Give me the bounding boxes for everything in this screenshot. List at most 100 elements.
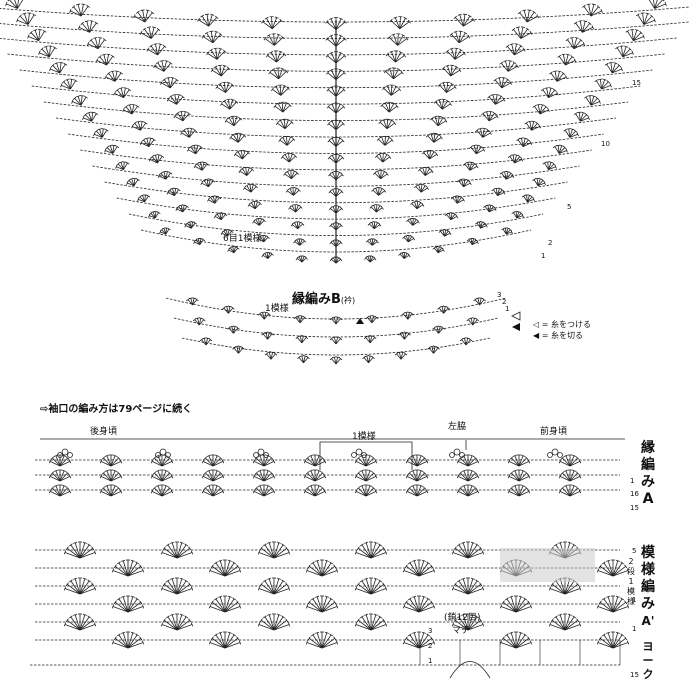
- yoke-fan: [295, 255, 308, 263]
- edging-a-fan: [354, 484, 378, 497]
- yoke-fan: [625, 28, 645, 42]
- edging-a-fan: [252, 484, 276, 497]
- edging-b-fan: [192, 317, 206, 326]
- yoke-fan: [38, 45, 57, 58]
- yoke-fan: [532, 177, 546, 187]
- pattern-fan: [548, 613, 582, 631]
- edging-a-fan: [456, 454, 480, 467]
- yoke-fan: [387, 33, 409, 46]
- yoke-fan: [193, 161, 210, 171]
- edging-a-fan: [507, 454, 531, 467]
- pattern-fan: [596, 631, 630, 649]
- pattern-row-1a: 1: [632, 596, 637, 604]
- yoke-fan: [433, 98, 452, 110]
- yoke-fan: [288, 204, 303, 213]
- yoke-fan: [524, 120, 541, 131]
- edging-a-fan: [405, 484, 429, 497]
- yoke-fan: [501, 227, 513, 235]
- yoke-fan: [273, 101, 292, 113]
- picot: [257, 448, 265, 456]
- yoke-fan: [233, 149, 251, 160]
- pattern-fan: [257, 577, 291, 595]
- yoke-fan: [421, 149, 439, 160]
- pattern-fan: [208, 631, 242, 649]
- edging-a-fan: [201, 469, 225, 482]
- front-body-label: 前身頃: [540, 427, 568, 437]
- yoke-fan: [453, 13, 475, 27]
- edging-a-fan: [405, 469, 429, 482]
- edging-b-fan: [186, 297, 199, 306]
- yoke-fan: [327, 154, 345, 164]
- picot: [355, 448, 363, 456]
- edging-b-row: [181, 337, 491, 356]
- yoke-fan: [437, 81, 457, 93]
- yoke-fan: [49, 62, 68, 74]
- yoke-fan: [126, 177, 140, 187]
- yoke-fan: [283, 170, 299, 180]
- yoke-fan: [175, 204, 189, 213]
- yoke-row-5: 5: [567, 203, 572, 211]
- edging-b-fan: [261, 331, 274, 340]
- yoke-fan: [243, 183, 258, 193]
- yoke-fan: [511, 26, 533, 39]
- pattern-fan: [63, 577, 97, 595]
- yoke-fan: [429, 115, 448, 127]
- pattern-fan: [402, 631, 436, 649]
- yoke-repeat-label: 6目1模様: [223, 234, 262, 244]
- yoke-fan: [266, 50, 287, 63]
- yoke-fan: [414, 183, 429, 193]
- yoke-fan: [263, 33, 285, 46]
- pattern-fan: [305, 559, 339, 577]
- edging-b-fan: [363, 335, 377, 344]
- edging-a-row-1: 1: [630, 477, 635, 485]
- yoke-row-2: 2: [548, 239, 553, 247]
- yoke-fan: [133, 9, 155, 23]
- edging-b-fan: [362, 355, 375, 364]
- edging-a-fan: [303, 484, 327, 497]
- yoke-fan: [367, 221, 382, 230]
- edging-a-fan: [201, 454, 225, 467]
- yoke-fan: [220, 229, 234, 237]
- yoke-fan: [238, 166, 254, 176]
- pattern-fan: [451, 613, 485, 631]
- yoke-fan: [293, 238, 307, 246]
- yoke-fan: [369, 204, 384, 213]
- gusset-arc: [449, 661, 491, 679]
- pattern-fan: [208, 559, 242, 577]
- yoke-fan: [71, 95, 88, 106]
- picot: [453, 448, 461, 456]
- yoke-fan: [438, 229, 452, 237]
- pattern-row-5: 5: [632, 547, 637, 555]
- continuation-note: ⇨袖口の編み方は79ページに続く: [40, 404, 193, 415]
- yoke-fan: [389, 16, 411, 30]
- yoke-fan: [173, 110, 191, 122]
- edging-b-fan: [398, 331, 411, 340]
- edging-b-fan: [222, 305, 235, 314]
- edging-b-fan: [394, 351, 408, 360]
- yoke-fan: [60, 78, 78, 90]
- legend-attach-yarn: ◁ = 糸をつける: [533, 320, 591, 329]
- yoke-row-15: 15: [632, 79, 641, 87]
- yoke-fan: [604, 62, 623, 74]
- yoke-fan: [5, 0, 24, 9]
- highlight-repeat: [500, 548, 595, 582]
- pattern-row-1b: 1: [632, 625, 637, 633]
- pattern-fan: [451, 541, 485, 559]
- pattern-fan: [354, 613, 388, 631]
- edging-a-fan: [558, 469, 582, 482]
- pattern-fan: [111, 559, 145, 577]
- edging-a-fan: [48, 454, 72, 467]
- yoke-fan: [487, 93, 506, 105]
- yoke-fan: [573, 20, 595, 33]
- pattern-fan: [208, 595, 242, 613]
- picot: [547, 452, 553, 458]
- edging-a-fan: [507, 484, 531, 497]
- yoke-fan: [456, 178, 472, 188]
- yoke-fan: [491, 187, 506, 196]
- picot: [351, 452, 357, 458]
- edging-b-fan: [227, 325, 240, 334]
- pattern-fan: [402, 595, 436, 613]
- yoke-fan: [27, 28, 47, 42]
- edging-b-legend: ◁ = 糸をつける ◀ = 糸を切る: [533, 319, 591, 341]
- yoke-fan: [511, 210, 524, 219]
